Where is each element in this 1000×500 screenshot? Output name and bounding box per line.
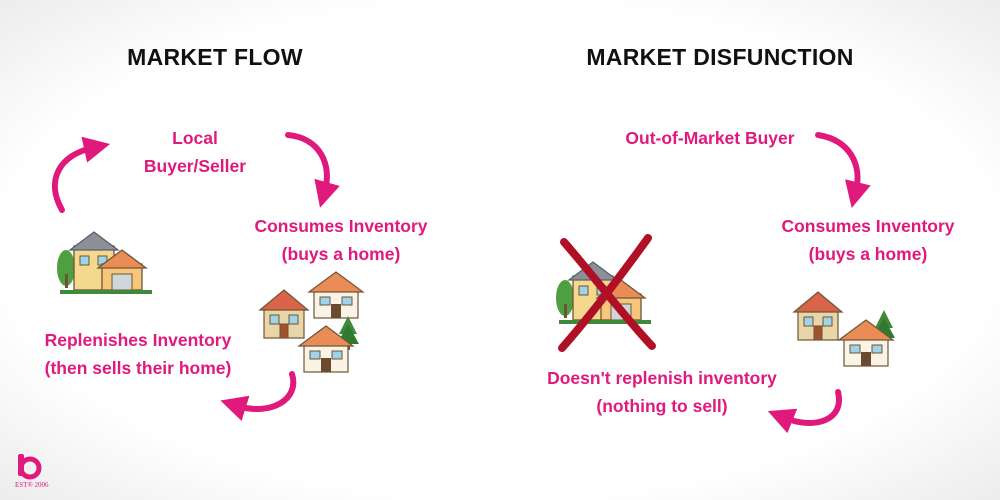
brand-logo-icon bbox=[18, 454, 42, 480]
cross-mark-icon bbox=[558, 234, 656, 352]
curved-arrow-icon bbox=[815, 132, 871, 208]
brand-logo-year: EST® 2006 bbox=[15, 481, 49, 489]
neighborhood-icon bbox=[259, 271, 364, 373]
curved-arrow-icon bbox=[285, 132, 340, 208]
house-icon bbox=[57, 231, 152, 294]
curved-arrow-icon bbox=[767, 389, 843, 434]
market-flow-title: MARKET FLOW bbox=[127, 44, 303, 70]
local-buyer-seller-line2: Buyer/Seller bbox=[143, 156, 247, 176]
replenishes-line1: Replenishes Inventory bbox=[44, 330, 232, 350]
doesnt-replenish-line1: Doesn't replenish inventory bbox=[547, 368, 777, 388]
out-of-market-buyer-label: Out-of-Market Buyer bbox=[625, 128, 795, 148]
neighborhood-icon bbox=[793, 291, 895, 367]
replenishes-inventory-label: Replenishes Inventory (then sells their … bbox=[22, 326, 254, 382]
left-consumes-line1: Consumes Inventory bbox=[254, 216, 428, 236]
local-buyer-seller-line1: Local bbox=[172, 128, 218, 148]
right-consumes-inventory-label: Consumes Inventory (buys a home) bbox=[762, 212, 974, 268]
replenishes-line2: (then sells their home) bbox=[44, 358, 232, 378]
doesnt-replenish-line2: (nothing to sell) bbox=[596, 396, 728, 416]
local-buyer-seller-label: Local Buyer/Seller bbox=[120, 124, 270, 180]
doesnt-replenish-label: Doesn't replenish inventory (nothing to … bbox=[522, 364, 802, 420]
curved-arrow-icon bbox=[220, 371, 297, 421]
market-disfunction-title: MARKET DISFUNCTION bbox=[586, 44, 854, 70]
right-consumes-line1: Consumes Inventory bbox=[781, 216, 955, 236]
curved-arrow-icon bbox=[51, 136, 111, 213]
left-consumes-line2: (buys a home) bbox=[281, 244, 401, 264]
right-consumes-line2: (buys a home) bbox=[808, 244, 928, 264]
left-consumes-inventory-label: Consumes Inventory (buys a home) bbox=[236, 212, 446, 268]
